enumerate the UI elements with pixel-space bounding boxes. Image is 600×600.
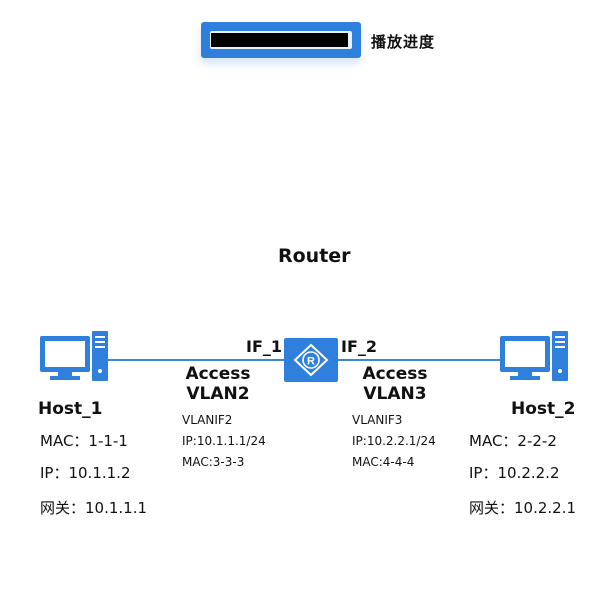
access-vlan3-label: Access VLAN3 xyxy=(355,364,435,404)
playback-progress-bar[interactable] xyxy=(201,22,361,58)
access-vlan2-label: Access VLAN2 xyxy=(178,364,258,404)
progress-fill xyxy=(211,33,349,47)
link-host1-router xyxy=(106,359,284,361)
host1-ip: IP：10.1.1.2 xyxy=(40,464,131,482)
access-label-line2: VLAN3 xyxy=(363,384,427,404)
progress-track[interactable] xyxy=(210,31,352,49)
host2-gateway: 网关：10.2.2.1 xyxy=(469,499,577,517)
access-label-line1: Access xyxy=(362,364,428,384)
computer-icon xyxy=(40,331,108,381)
svg-text:R: R xyxy=(307,356,315,368)
computer-icon xyxy=(500,331,568,381)
host1-gateway: 网关：10.1.1.1 xyxy=(40,499,148,517)
vlanif3-mac: MAC:4-4-4 xyxy=(352,455,415,469)
vlanif2-mac: MAC:3-3-3 xyxy=(182,455,245,469)
vlanif2-ip: IP:10.1.1.1/24 xyxy=(182,434,266,448)
host2-ip: IP：10.2.2.2 xyxy=(469,464,560,482)
router-title: Router xyxy=(278,245,351,267)
vlanif3-ip: IP:10.2.2.1/24 xyxy=(352,434,436,448)
router-icon: R xyxy=(284,338,338,382)
link-router-host2 xyxy=(338,359,500,361)
vlanif2-name: VLANIF2 xyxy=(182,413,233,427)
vlanif3-name: VLANIF3 xyxy=(352,413,403,427)
host2-name: Host_2 xyxy=(511,399,576,419)
host2-mac: MAC：2-2-2 xyxy=(469,432,557,450)
host1-mac: MAC：1-1-1 xyxy=(40,432,128,450)
progress-label: 播放进度 xyxy=(371,33,436,51)
host1-name: Host_1 xyxy=(38,399,103,419)
access-label-line2: VLAN2 xyxy=(186,384,250,404)
interface-label-if1: IF_1 xyxy=(246,337,283,356)
interface-label-if2: IF_2 xyxy=(341,337,378,356)
access-label-line1: Access xyxy=(185,364,251,384)
